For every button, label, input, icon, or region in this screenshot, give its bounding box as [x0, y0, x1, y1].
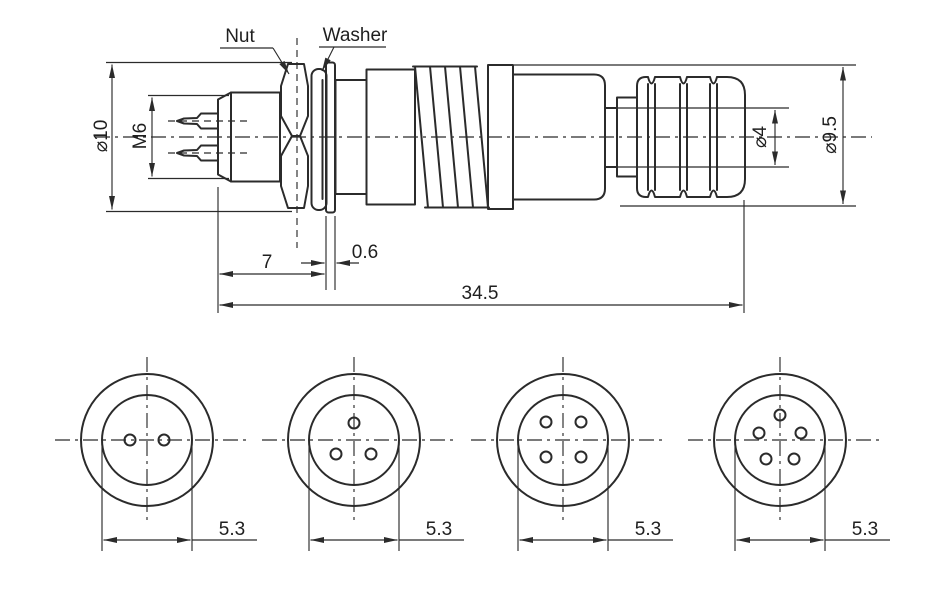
pin-hole: [123, 433, 137, 447]
pin-hole: [794, 426, 808, 440]
pin-hole: [364, 447, 378, 461]
dim-label-7: 7: [262, 252, 273, 273]
dim-label-pitch: 5.3: [635, 519, 661, 540]
dim-cable-hole: ⌀4: [617, 107, 789, 168]
dim-label-06: 0.6: [352, 242, 378, 263]
dim-washer-thickness: 0.6: [301, 216, 378, 290]
washer-label: Washer: [323, 25, 388, 46]
face-view-2pin: 5.3: [55, 357, 257, 551]
hex-nut: [280, 63, 309, 209]
connector-face-circle: [734, 394, 826, 486]
pin-hole: [347, 416, 361, 430]
connector-face-circle: [101, 394, 193, 486]
connector-outer-circle: [287, 373, 421, 507]
face-view-3pin: 5.3: [262, 357, 464, 551]
pin-holes: [539, 415, 588, 464]
dimensions: ⌀10 M6 7 0.6 3: [91, 25, 856, 313]
pin-holes: [123, 433, 171, 447]
pin-hole: [157, 433, 171, 447]
pin-holes: [752, 408, 808, 466]
connector-face-circle: [308, 394, 400, 486]
dim-total-length: 34.5: [219, 200, 745, 313]
dim-thread-length: 7: [217, 187, 325, 313]
dim-outer-diameter: ⌀10: [91, 61, 292, 213]
dim-label-dia4: ⌀4: [750, 126, 771, 148]
dim-thread: M6: [130, 94, 229, 180]
connector-outer-circle: [80, 373, 214, 507]
pin-hole: [539, 450, 553, 464]
face-view-4pin: 5.3: [471, 357, 673, 551]
face-views: 5.3 5.3 5.3: [55, 357, 890, 551]
strain-relief-ribs: [412, 65, 490, 209]
pin-hole: [329, 447, 343, 461]
dim-label-pitch: 5.3: [852, 519, 878, 540]
dim-label-dia95: ⌀9.5: [820, 116, 841, 154]
nut-callout: Nut: [220, 26, 290, 75]
pin-hole: [787, 452, 801, 466]
pin-hole: [752, 426, 766, 440]
connector-face-circle: [517, 394, 609, 486]
cable-grip-rings: [636, 76, 746, 198]
solder-pin-upper: [176, 112, 219, 130]
pin-hole: [773, 408, 787, 422]
dim-label-dia10: ⌀10: [91, 120, 112, 153]
pin-hole: [574, 415, 588, 429]
body-main-cylinder: [365, 68, 416, 206]
rear-large-cylinder: [512, 73, 606, 201]
connector-outer-circle: [713, 373, 847, 507]
spring-washer: [310, 68, 328, 211]
face-view-5pin: 5.3: [688, 357, 890, 551]
dim-rear-diameter: ⌀9.5: [514, 64, 856, 207]
connector-outer-circle: [496, 373, 630, 507]
washer-callout: Washer: [319, 25, 388, 72]
pin-hole: [574, 450, 588, 464]
nut-label: Nut: [225, 26, 255, 47]
dim-label-m6: M6: [130, 123, 151, 149]
dim-label-pitch: 5.3: [219, 519, 245, 540]
pin-hole: [539, 415, 553, 429]
solder-pin-lower: [176, 144, 219, 162]
dim-label-pitch: 5.3: [426, 519, 452, 540]
pin-holes: [329, 416, 378, 461]
dim-label-345: 34.5: [462, 283, 499, 304]
pin-hole: [759, 452, 773, 466]
